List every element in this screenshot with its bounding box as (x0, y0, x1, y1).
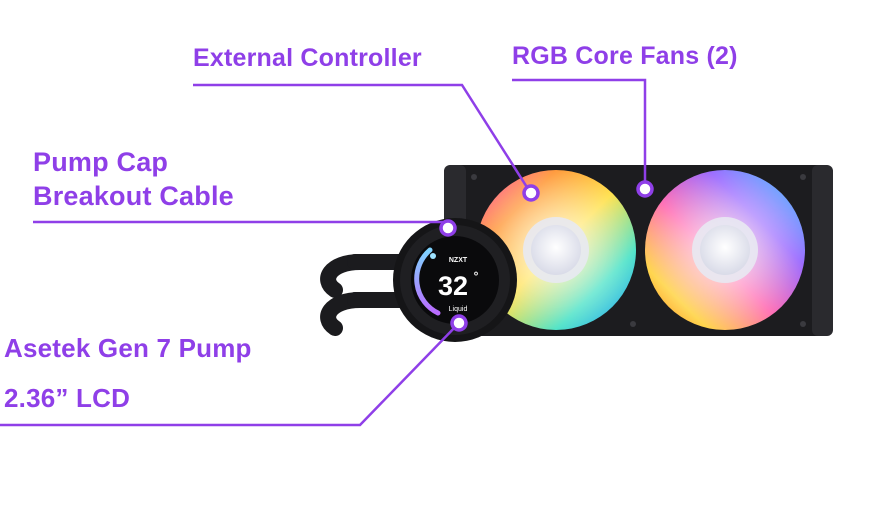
pump-head: NZXT 32 ° Liquid (393, 218, 517, 342)
lcd-temperature: 32 (438, 271, 468, 301)
label-external-controller: External Controller (193, 44, 422, 72)
label-asetek-pump: Asetek Gen 7 Pump (4, 333, 252, 363)
rgb-fan-right (645, 170, 805, 330)
lcd-brand: NZXT (449, 257, 468, 264)
callout-pump-cap (33, 220, 450, 226)
coolant-tubes (320, 254, 413, 336)
callout-dot-asetek-pump (450, 314, 468, 332)
callout-dot-external-controller (522, 184, 540, 202)
label-pump-cap: Pump Cap (33, 147, 169, 177)
callout-external-controller (193, 83, 532, 193)
callout-asetek-pump (0, 322, 460, 427)
lcd-degree: ° (474, 269, 479, 283)
label-breakout-cable: Breakout Cable (33, 181, 234, 211)
label-lcd-size: 2.36” LCD (4, 383, 131, 413)
label-rgb-core-fans: RGB Core Fans (2) (512, 42, 738, 70)
callout-rgb-fans (512, 78, 647, 188)
callout-dot-pump-cap (439, 219, 457, 237)
lcd-caption: Liquid (449, 306, 468, 313)
callout-dot-rgb-fans (636, 180, 654, 198)
callout-dots (439, 180, 654, 332)
